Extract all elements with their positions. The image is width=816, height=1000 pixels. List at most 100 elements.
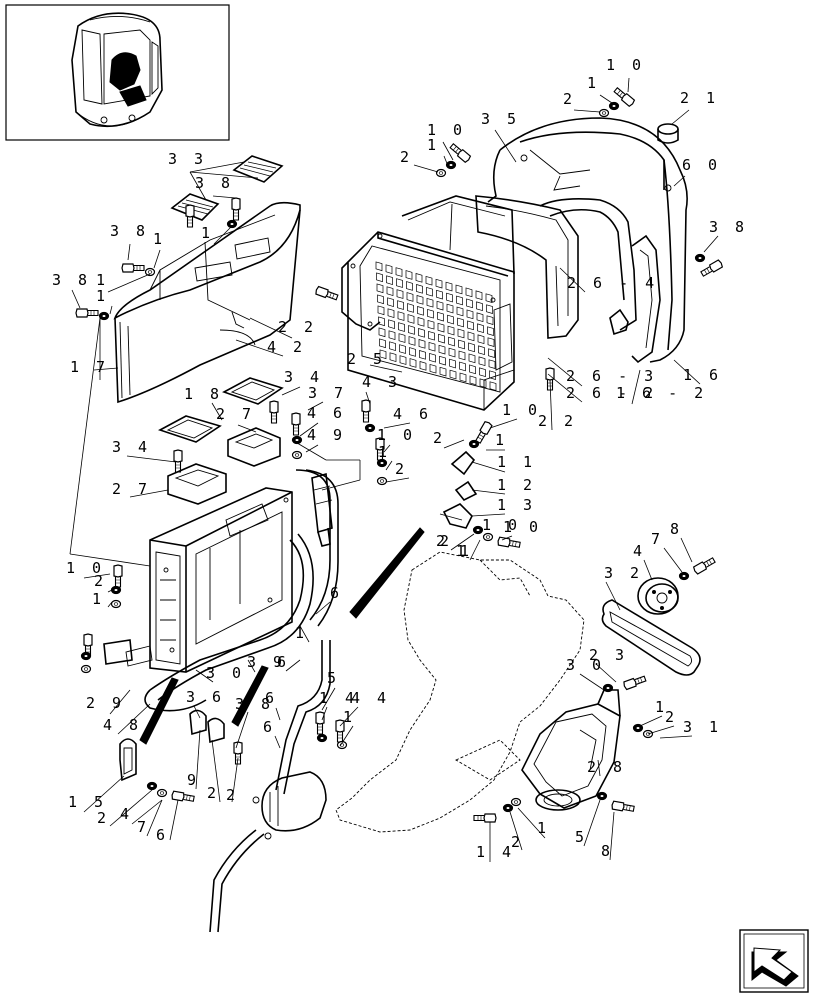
grille-cell	[479, 367, 486, 378]
callout-c16: 1	[96, 271, 109, 289]
washer-hole	[448, 163, 454, 167]
back-arrow-icon[interactable]	[739, 929, 809, 993]
callout-c56: 1	[295, 624, 308, 642]
grille-cell	[467, 320, 474, 331]
grille-cell	[459, 361, 466, 372]
leader-line	[274, 735, 281, 749]
leader-line	[663, 547, 683, 573]
grille-cell	[477, 323, 484, 334]
leader-line	[597, 759, 601, 777]
leader-line	[131, 799, 163, 825]
callout-c83: 8	[670, 520, 683, 538]
leader-line	[211, 402, 223, 421]
fan-pulley	[637, 577, 679, 615]
leader-line	[643, 559, 653, 581]
bolt	[623, 675, 647, 691]
blower-motor	[209, 771, 327, 933]
callout-c19: 2 6 - 4	[567, 274, 658, 292]
washer-hole	[294, 453, 300, 457]
grille-cell	[478, 356, 486, 367]
leader-line	[383, 444, 391, 453]
callout-c42: 2	[433, 429, 446, 447]
leader-line	[107, 601, 113, 608]
duct-gasket-34	[222, 377, 284, 405]
leader-line	[281, 386, 301, 396]
leader-line	[339, 706, 359, 727]
bolt	[113, 564, 123, 588]
leader-line	[211, 739, 221, 803]
grille-cell	[379, 338, 386, 349]
leader-line	[235, 339, 284, 357]
callout-c85: 2 3	[589, 646, 628, 664]
callout-c37: 1 0	[377, 426, 416, 444]
callout-c82: 7	[651, 530, 664, 548]
callout-c6: 1 0	[427, 121, 466, 139]
washer-hole	[147, 270, 153, 274]
grille-cell	[428, 341, 436, 352]
callout-c34: 4 6	[307, 404, 346, 422]
callout-c22: 1 7	[70, 358, 109, 376]
grille-cell	[449, 358, 456, 369]
grille-cell	[408, 336, 416, 346]
leader-line	[442, 141, 454, 161]
bolt	[269, 400, 279, 424]
callout-c81: 4	[633, 542, 646, 560]
callout-c93: 5	[575, 828, 588, 846]
clip-11	[450, 450, 476, 476]
grille-cell	[459, 372, 467, 383]
grille-cell	[378, 316, 385, 327]
grille-cell	[448, 336, 455, 347]
leader-line	[93, 367, 119, 371]
air-vent-upper-right	[232, 155, 284, 183]
grille-cell	[438, 344, 446, 355]
callout-leaders	[69, 77, 719, 862]
grille-cell	[385, 264, 393, 274]
grille-cell	[469, 375, 477, 386]
leader-line	[109, 789, 153, 827]
leader-line	[285, 659, 301, 672]
washer-hole	[645, 732, 651, 736]
bolt	[473, 813, 497, 823]
callout-c67: 4 4	[351, 689, 390, 707]
bolt	[121, 263, 145, 273]
grille-cell	[488, 359, 496, 369]
callout-c29: 1 8	[184, 385, 223, 403]
callout-c58: 4 8	[103, 716, 142, 734]
callout-c5: 3 5	[481, 110, 520, 128]
cab-locator-thumbnail[interactable]	[5, 4, 230, 141]
callout-c76: 6	[156, 826, 169, 844]
grille-cell	[399, 355, 407, 365]
leader-line	[609, 811, 615, 861]
grille-cell	[455, 284, 463, 295]
washer-hole	[601, 111, 607, 115]
callout-c78: 2	[440, 532, 453, 550]
assembly-leader-line	[69, 553, 151, 567]
grille-cell	[445, 281, 453, 292]
callout-c47: 2 7	[112, 480, 151, 498]
callout-c74: 4	[120, 805, 133, 823]
grille-cell	[488, 348, 495, 358]
grille-cell	[397, 300, 404, 310]
callout-c13: 1	[153, 230, 166, 248]
leader-line	[213, 225, 233, 245]
leader-line	[443, 155, 449, 167]
leader-line	[595, 663, 617, 683]
grille-cell	[407, 314, 415, 324]
grille-cell	[388, 330, 396, 340]
leader-line	[517, 807, 546, 839]
grille-cell	[446, 292, 453, 303]
washer-hole	[605, 686, 611, 690]
callout-c21: 4 2	[267, 338, 306, 356]
grille-cell	[458, 350, 466, 361]
grille-cell	[447, 314, 454, 325]
grille-cell	[417, 306, 424, 316]
callout-c8: 2	[400, 148, 413, 166]
leader-line	[605, 581, 621, 611]
callout-c72: 1 5	[68, 793, 107, 811]
grille-cell	[439, 366, 447, 377]
washer	[80, 664, 92, 674]
grille-cell	[446, 303, 454, 314]
grille-cell	[398, 333, 406, 343]
